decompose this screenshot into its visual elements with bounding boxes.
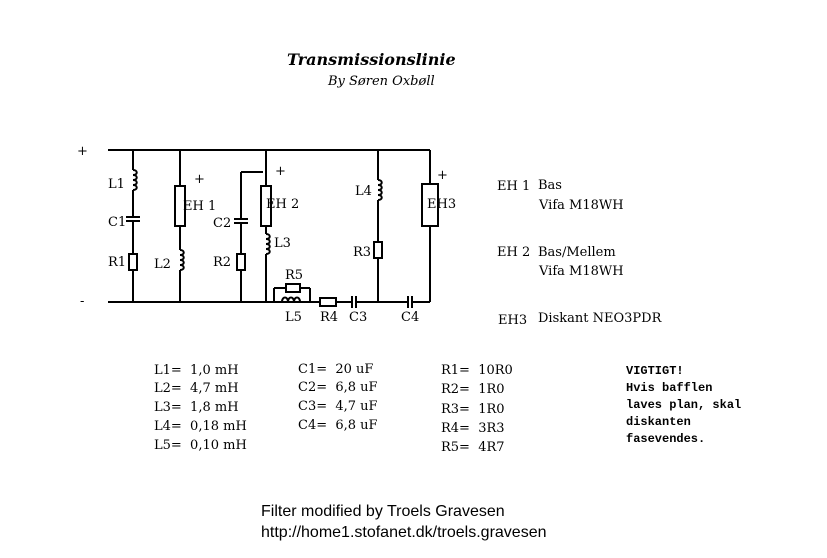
plus-EH3: + — [437, 168, 448, 183]
driver-1-role: Bas — [538, 178, 562, 193]
plus-EH1: + — [194, 172, 205, 187]
label-L1: L1 — [108, 177, 125, 192]
inductor-L2 — [179, 249, 185, 271]
label-EH3: EH3 — [427, 197, 456, 212]
value-L5: L5= 0,10 mH — [154, 438, 247, 453]
label-R2: R2 — [213, 255, 231, 270]
resistor-R3 — [373, 241, 383, 259]
value-L4: L4= 0,18 mH — [154, 419, 247, 434]
value-L1: L1= 1,0 mH — [154, 363, 239, 378]
driver-1-id: EH 1 — [497, 179, 530, 194]
label-R3: R3 — [353, 245, 371, 260]
inductor-L1 — [132, 169, 138, 191]
label-L3: L3 — [274, 236, 291, 251]
schematic-wires — [108, 149, 439, 308]
warning-heading: VIGTIGT! — [626, 364, 684, 378]
resistor-R2 — [236, 253, 246, 271]
warning-line: Hvis bafflen — [626, 381, 713, 395]
value-R1: R1= 10R0 — [441, 363, 513, 378]
inductor-values: L1= 1,0 mH L2= 4,7 mH L3= 1,8 mH L4= 0,1… — [154, 363, 247, 453]
footer-credit: Filter modified by Troels Gravesen — [261, 503, 505, 520]
warning-note: VIGTIGT! Hvis bafflen laves plan, skal d… — [626, 363, 741, 448]
warning-line: fasevendes. — [626, 432, 706, 446]
plus-EH2: + — [275, 164, 286, 179]
label-L5: L5 — [285, 310, 302, 325]
resistor-R1 — [128, 253, 138, 271]
inductor-L5 — [281, 296, 301, 303]
warning-line: laves plan, skal — [626, 398, 742, 412]
value-L2: L2= 4,7 mH — [154, 381, 239, 396]
value-C4: C4= 6,8 uF — [298, 418, 378, 433]
label-C3: C3 — [349, 310, 367, 325]
value-C3: C3= 4,7 uF — [298, 399, 378, 414]
resistor-values: R1= 10R0 R2= 1R0 R3= 1R0 R4= 3R3 R5= 4R7 — [441, 363, 513, 455]
value-L3: L3= 1,8 mH — [154, 400, 239, 415]
value-R5: R5= 4R7 — [441, 440, 505, 455]
minus-terminal: - — [80, 294, 84, 309]
value-R4: R4= 3R3 — [441, 421, 505, 436]
label-EH1: EH 1 — [183, 199, 216, 214]
label-C2: C2 — [213, 216, 231, 231]
resistor-R5 — [285, 283, 301, 293]
diagram-title: Transmissionslinie — [287, 50, 456, 69]
label-C4: C4 — [401, 310, 419, 325]
value-C1: C1= 20 uF — [298, 362, 373, 377]
plus-terminal: + — [77, 144, 88, 159]
diagram-author: By Søren Oxbøll — [328, 74, 435, 89]
capacitor-values: C1= 20 uF C2= 6,8 uF C3= 4,7 uF C4= 6,8 … — [298, 362, 378, 433]
inductor-L4 — [377, 179, 383, 201]
label-R5: R5 — [285, 268, 303, 283]
label-R4: R4 — [320, 310, 338, 325]
label-EH2: EH 2 — [266, 197, 299, 212]
value-C2: C2= 6,8 uF — [298, 380, 378, 395]
value-R3: R3= 1R0 — [441, 402, 505, 417]
label-L2: L2 — [154, 257, 171, 272]
driver-2-role: Bas/Mellem — [538, 245, 616, 260]
driver-2-model: Vifa M18WH — [538, 264, 624, 279]
value-R2: R2= 1R0 — [441, 382, 505, 397]
resistor-R4 — [319, 297, 337, 307]
driver-2-id: EH 2 — [497, 245, 530, 260]
driver-3-id: EH3 — [498, 313, 527, 328]
warning-line: diskanten — [626, 415, 691, 429]
label-L4: L4 — [355, 184, 372, 199]
inductor-L3 — [265, 233, 271, 255]
driver-3-role: Diskant NEO3PDR — [538, 311, 663, 326]
label-R1: R1 — [108, 255, 126, 270]
footer-url: http://home1.stofanet.dk/troels.gravesen — [261, 524, 547, 541]
driver-1-model: Vifa M18WH — [538, 198, 624, 213]
label-C1: C1 — [108, 215, 126, 230]
